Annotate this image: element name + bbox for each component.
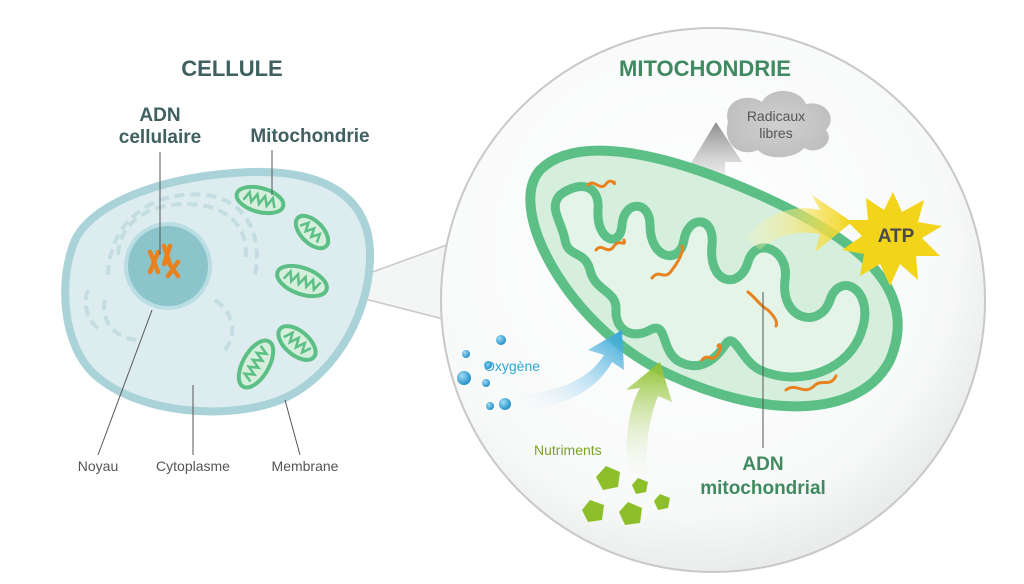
oxygen-drop-icon bbox=[499, 398, 511, 410]
atp-arrow bbox=[745, 195, 852, 252]
inner-membrane-cristae bbox=[550, 182, 870, 382]
cell-mitochondria bbox=[234, 184, 331, 390]
label-cytoplasm: Cytoplasme bbox=[156, 458, 230, 474]
endoplasmic-reticulum bbox=[83, 192, 259, 352]
small-mitochondrion bbox=[276, 324, 318, 362]
small-mitochondrion bbox=[293, 213, 331, 251]
label-nucleus: Noyau bbox=[78, 458, 118, 474]
oxygen-drop-icon bbox=[496, 335, 506, 345]
cell-title: CELLULE bbox=[181, 56, 282, 81]
oxygen-drop-icon bbox=[462, 350, 470, 358]
label-free-radicals-line1: Radicaux bbox=[747, 108, 805, 124]
oxygen-drop-icon bbox=[486, 402, 494, 410]
nutrient-pentagon-icon bbox=[619, 502, 642, 525]
mtdna-icon bbox=[586, 179, 616, 189]
free-radicals-arrow bbox=[688, 122, 742, 215]
atp-burst bbox=[842, 192, 942, 286]
label-nutrients: Nutriments bbox=[534, 442, 602, 458]
nutrient-pentagon-icon bbox=[654, 494, 670, 510]
oxygen-arrow bbox=[520, 330, 624, 410]
nutrient-pentagon-icon bbox=[582, 500, 604, 522]
label-atp: ATP bbox=[878, 226, 915, 247]
mtdna-icon bbox=[700, 343, 722, 362]
label-dna-cellular-line1: ADN bbox=[139, 105, 180, 126]
chromosome-icon bbox=[147, 243, 181, 279]
label-dna-cellular-line2: cellulaire bbox=[119, 127, 201, 148]
nucleus bbox=[124, 222, 212, 310]
label-free-radicals-line2: libres bbox=[759, 125, 792, 141]
nutrients-arrow bbox=[626, 362, 672, 480]
label-membrane: Membrane bbox=[272, 458, 339, 474]
nutrient-pentagon-icon bbox=[632, 478, 648, 494]
label-oxygen: Oxygène bbox=[484, 358, 540, 374]
cell-leader-lines bbox=[97, 150, 301, 456]
oxygen-molecules bbox=[457, 335, 511, 410]
mtdna-strands bbox=[586, 179, 838, 392]
mito-title: MITOCHONDRIE bbox=[619, 56, 791, 81]
label-mitochondria-cell: Mitochondrie bbox=[250, 126, 369, 147]
mtdna-icon bbox=[784, 374, 838, 392]
small-mitochondrion bbox=[275, 263, 329, 299]
free-radicals-cloud bbox=[726, 90, 831, 158]
oxygen-drop-icon bbox=[457, 371, 471, 385]
mtdna-icon bbox=[594, 238, 626, 252]
small-mitochondrion bbox=[236, 338, 276, 390]
oxygen-drop-icon bbox=[484, 361, 492, 369]
label-mtdna-line2: mitochondrial bbox=[700, 478, 826, 499]
nutrient-pentagon-icon bbox=[596, 466, 620, 490]
label-mtdna-line1: ADN bbox=[742, 454, 783, 475]
mtdna-icon bbox=[746, 290, 778, 328]
oxygen-drop-icon bbox=[482, 379, 490, 387]
mtdna-icon bbox=[650, 244, 684, 280]
nutrient-pieces bbox=[582, 466, 670, 525]
